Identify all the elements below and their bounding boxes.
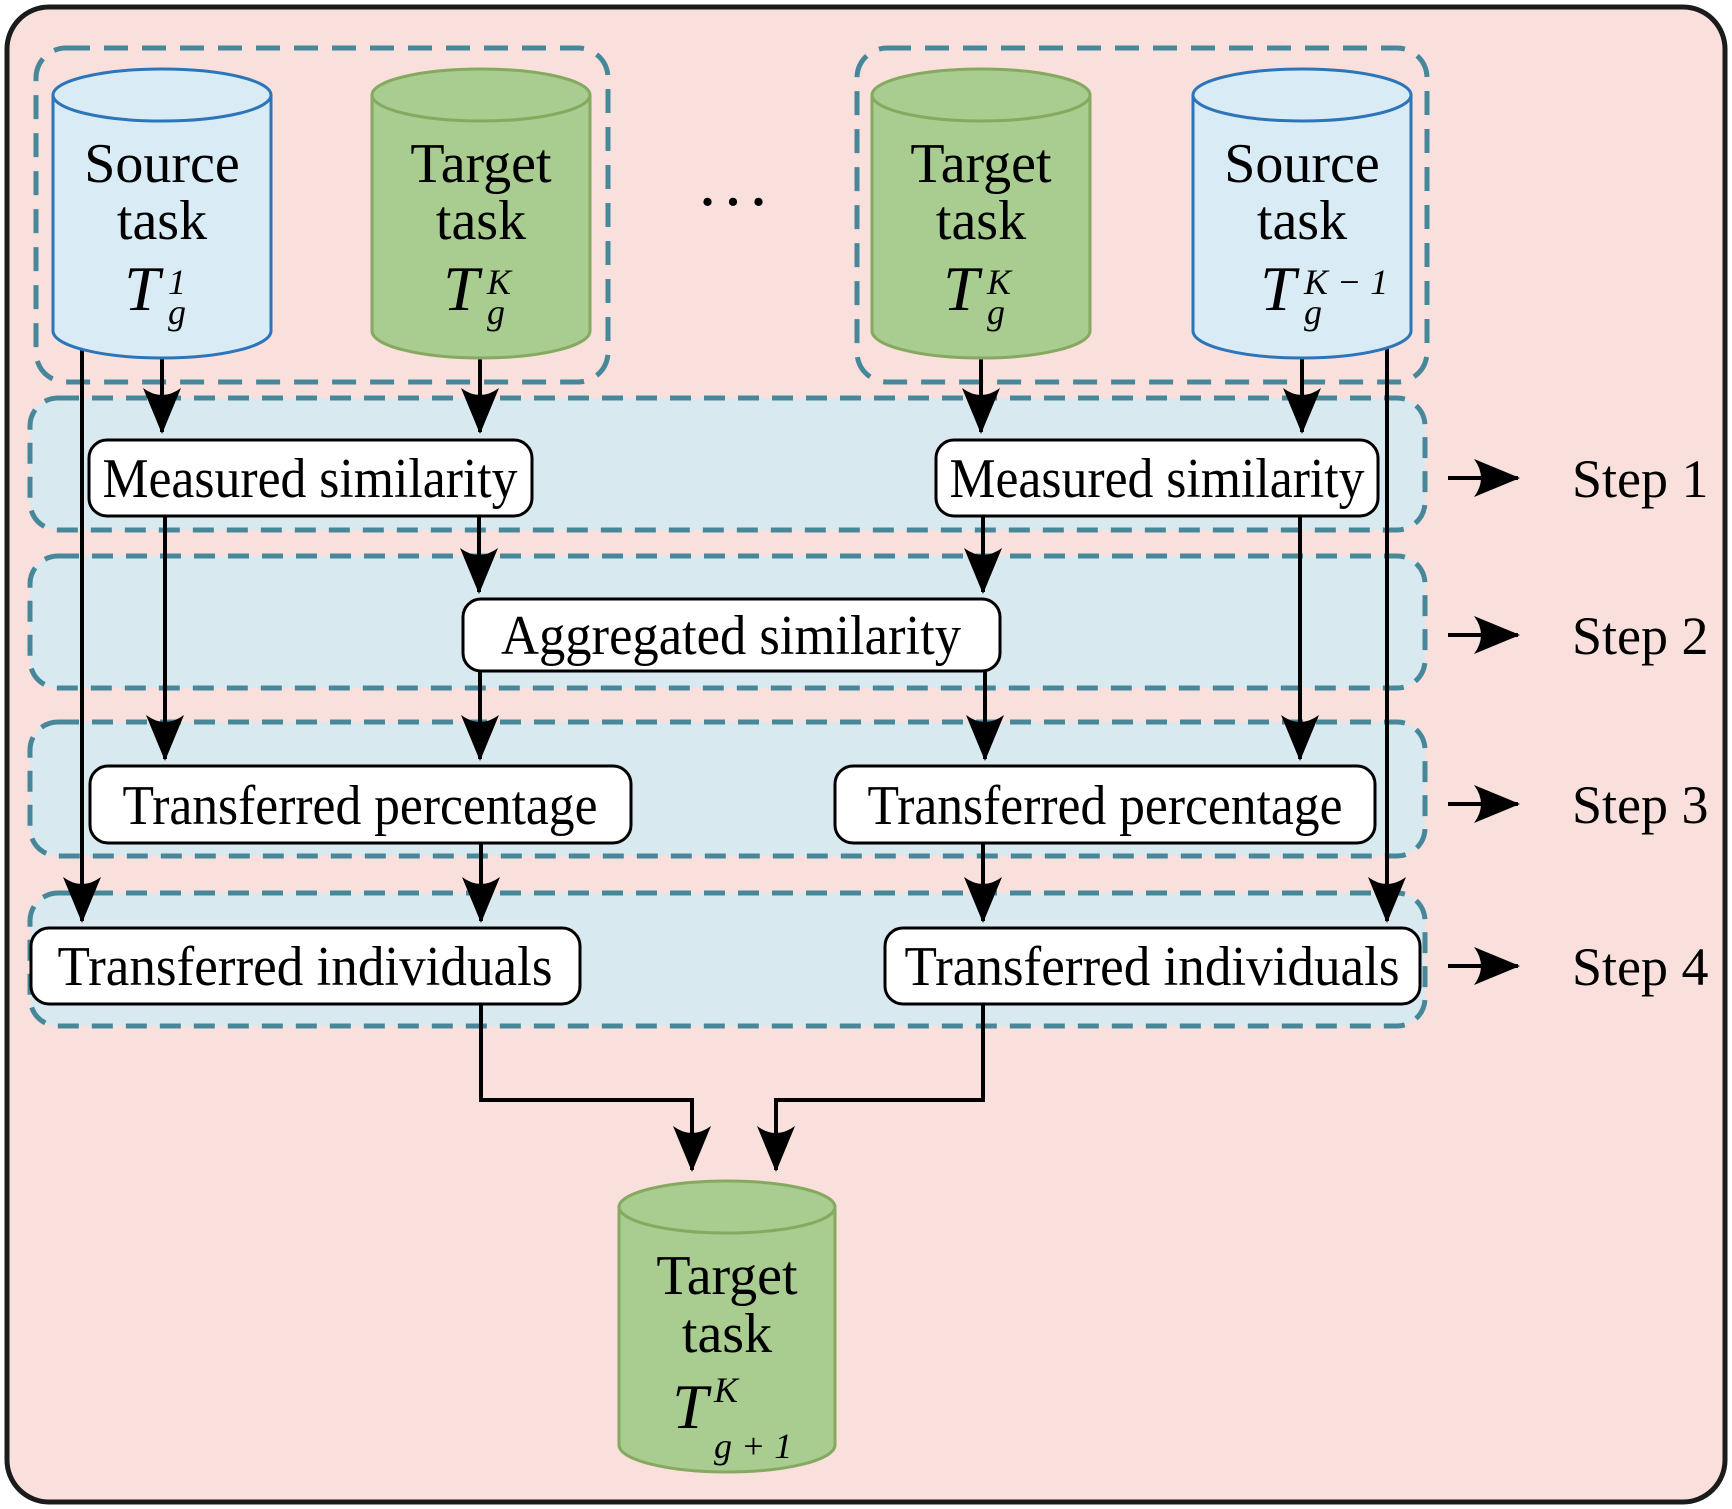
left-source-line2: task bbox=[117, 190, 207, 252]
right-source-sup: K − 1 bbox=[1303, 262, 1388, 302]
right-source-sub: g bbox=[1304, 292, 1322, 332]
cylinder-left-target: Target task T K g bbox=[370, 67, 592, 360]
left-source-symbol: T bbox=[124, 253, 164, 324]
right-target-sup: K bbox=[986, 262, 1013, 302]
left-target-line2: task bbox=[436, 190, 526, 252]
right-source-symbol: T bbox=[1260, 253, 1300, 324]
cylinder-right-source-body bbox=[1191, 67, 1413, 360]
transferred-percentage-left-box bbox=[88, 764, 633, 845]
result-target-line2: task bbox=[682, 1303, 772, 1365]
right-target-line2: task bbox=[936, 190, 1026, 252]
transferred-individuals-right-box bbox=[883, 926, 1422, 1006]
cylinder-left-source: Source task T 1 g bbox=[51, 67, 273, 360]
transferred-percentage-left-label: Transferred percentage bbox=[123, 775, 598, 837]
right-source-line2: task bbox=[1257, 190, 1347, 252]
left-target-line1: Target bbox=[410, 133, 552, 195]
cylinder-left-target-top-arc bbox=[370, 94, 592, 123]
cylinder-right-target: Target task T K g bbox=[870, 67, 1092, 360]
ellipsis-between-groups: ... bbox=[699, 144, 776, 221]
right-target-symbol: T bbox=[943, 253, 983, 324]
cylinder-right-source-top-arc bbox=[1191, 94, 1413, 123]
left-target-sub: g bbox=[487, 292, 505, 332]
cylinder-left-source-body bbox=[51, 67, 273, 360]
cylinder-right-source: Source task T K − 1 g bbox=[1191, 67, 1413, 360]
right-source-line1: Source bbox=[1224, 133, 1380, 195]
transferred-percentage-right-label: Transferred percentage bbox=[868, 775, 1343, 837]
measured-similarity-left-label: Measured similarity bbox=[103, 448, 518, 510]
cylinder-right-target-top-arc bbox=[870, 94, 1092, 123]
transferred-percentage-right-box bbox=[833, 764, 1377, 845]
cylinder-right-target-body bbox=[870, 67, 1092, 360]
cylinder-left-target-body bbox=[370, 67, 592, 360]
transferred-individuals-left-label: Transferred individuals bbox=[58, 936, 553, 998]
process-boxes: Measured similarity Measured similarity … bbox=[29, 438, 1422, 1006]
cylinder-result-top-arc bbox=[617, 1206, 837, 1235]
step-labels: Step 1 Step 2 Step 3 Step 4 bbox=[1572, 449, 1709, 997]
cylinder-result-body bbox=[617, 1179, 837, 1474]
left-target-sup: K bbox=[486, 262, 513, 302]
left-source-line1: Source bbox=[84, 133, 240, 195]
result-target-sup: K bbox=[713, 1370, 740, 1410]
result-target-line1: Target bbox=[656, 1245, 798, 1307]
step1-label: Step 1 bbox=[1572, 449, 1709, 509]
cylinder-result-target: Target task T K g + 1 bbox=[617, 1179, 837, 1474]
left-source-sup: 1 bbox=[168, 262, 186, 302]
cylinder-left-source-top-arc bbox=[51, 94, 273, 123]
left-source-sub: g bbox=[168, 292, 186, 332]
aggregated-similarity-box bbox=[461, 597, 1002, 673]
transferred-individuals-left-box bbox=[29, 926, 582, 1006]
task-group-right bbox=[854, 45, 1430, 385]
measured-similarity-left-box bbox=[87, 438, 534, 518]
right-target-line1: Target bbox=[910, 133, 1052, 195]
transferred-individuals-right-label: Transferred individuals bbox=[905, 936, 1400, 998]
right-target-sub: g bbox=[987, 292, 1005, 332]
aggregated-similarity-label: Aggregated similarity bbox=[501, 605, 961, 667]
task-group-left bbox=[33, 45, 611, 385]
result-target-sub: g + 1 bbox=[714, 1426, 792, 1466]
measured-similarity-right-label: Measured similarity bbox=[950, 448, 1365, 510]
step4-label: Step 4 bbox=[1572, 937, 1709, 997]
measured-similarity-right-box bbox=[934, 438, 1380, 518]
result-target-symbol: T bbox=[672, 1371, 712, 1442]
step2-label: Step 2 bbox=[1572, 606, 1709, 666]
left-target-symbol: T bbox=[443, 253, 483, 324]
step3-label: Step 3 bbox=[1572, 775, 1709, 835]
arrow-left-individuals-to-result bbox=[479, 1004, 711, 1172]
arrow-right-individuals-to-result bbox=[757, 1004, 985, 1172]
